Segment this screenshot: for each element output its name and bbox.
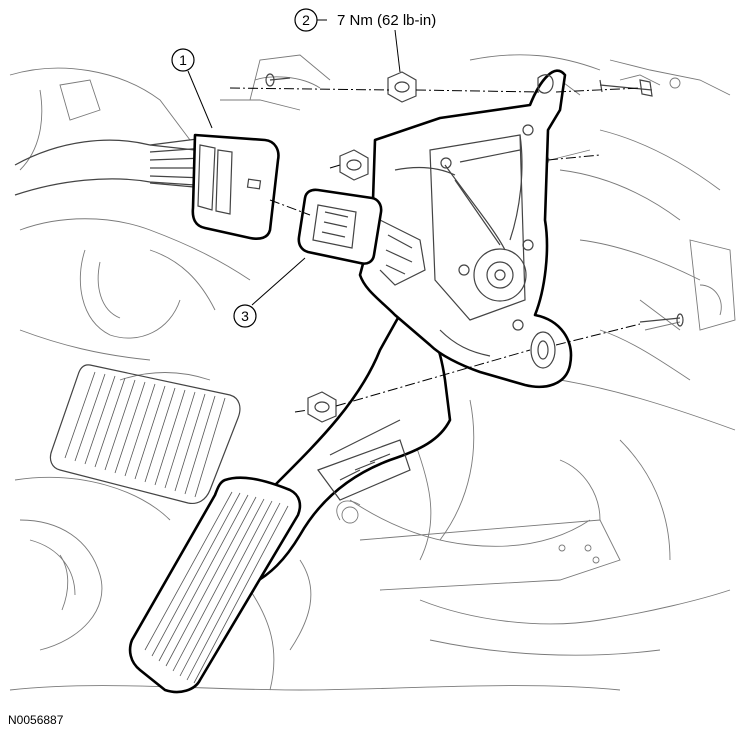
callout-3-number: 3 xyxy=(241,308,249,324)
pedal-bracket xyxy=(358,69,573,389)
alignment-lines xyxy=(229,87,641,413)
callout-1-number: 1 xyxy=(179,52,187,68)
figure-id: N0056887 xyxy=(8,713,64,727)
stud-upper-left xyxy=(265,73,291,87)
nut-lower xyxy=(307,391,337,423)
background-structure xyxy=(9,54,736,691)
nut-middle xyxy=(339,149,369,181)
stud-lower-right xyxy=(639,313,684,327)
nut-upper xyxy=(387,71,417,103)
callout-2-torque-spec: 7 Nm (62 lb-in) xyxy=(337,12,436,29)
callout-2: 2 7 Nm (62 lb-in) xyxy=(294,8,436,73)
callout-3: 3 xyxy=(233,257,306,328)
wiring-harness xyxy=(14,137,206,196)
brake-pedal-pad xyxy=(49,364,241,505)
stud-upper-right xyxy=(599,79,653,97)
pedal-pad-ridges xyxy=(144,491,289,684)
accelerator-pedal xyxy=(128,298,452,694)
callout-1: 1 xyxy=(171,48,213,129)
sensor-connector xyxy=(297,188,383,265)
electrical-connector xyxy=(191,133,280,241)
callout-2-number: 2 xyxy=(302,12,310,28)
